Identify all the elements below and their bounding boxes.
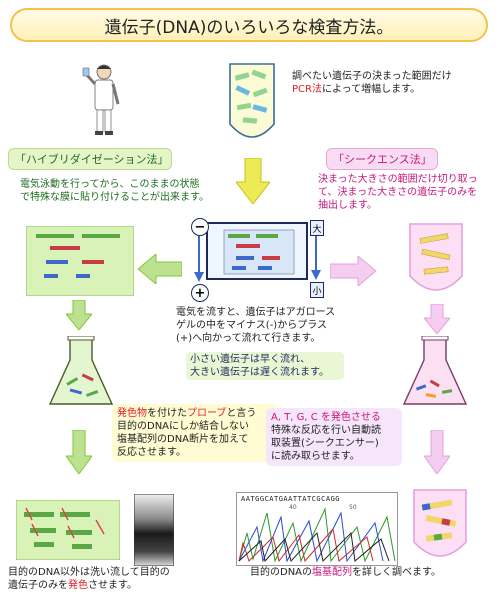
pcr-tube (229, 63, 275, 138)
extraction-tube (409, 223, 463, 291)
seq-result-text-a: 目的のDNAの (250, 567, 313, 578)
probe-note-line2: 目的のDNAにしか結合しない (117, 421, 250, 432)
sequencing-note-line2: て、決まった大きさの遺伝子のみを (318, 187, 478, 198)
down-arrow-icon (66, 300, 92, 330)
reaction-note: A, T, G, C を発色させる 特殊な反応を行い自動読 取装置(シークエンサ… (266, 408, 402, 466)
probe-note-line3: 塩基配列のDNA断片を加えて (117, 434, 249, 445)
sequencing-label: 「シークエンス法」 (326, 148, 438, 170)
pcr-note-line1: 調べたい遺伝子の決まった範囲だけ (292, 71, 452, 82)
reaction-note-line2: 特殊な反応を行い自動読 (271, 425, 381, 436)
down-arrow-icon (66, 430, 92, 474)
small-size-marker: 小 (310, 282, 324, 298)
sequencing-flask (402, 336, 468, 405)
down-arrow-icon (424, 304, 450, 334)
hybridization-result-note: 目的のDNA以外は洗い流して目的の 遺伝子のみを発色させます。 (8, 566, 228, 592)
hybridization-note: 電気泳動を行ってから、このままの状態 で特殊な膜に貼り付けることが出来ます。 (20, 178, 230, 204)
small-size-label: 小 (312, 286, 322, 297)
minus-electrode: − (191, 218, 209, 236)
flow-note-line1: 小さい遺伝子は早く流れ、 (190, 354, 311, 365)
sequencing-note-line1: 決まった大きさの範囲だけ切り取っ (318, 174, 478, 185)
electrophoresis-gel (206, 222, 308, 280)
minus-label: − (194, 219, 206, 235)
plus-electrode: + (191, 284, 209, 302)
size-arrow-icon (311, 236, 321, 280)
flow-note-line2: 大きい遺伝子は遅く流れます。 (190, 367, 329, 378)
electro-note-line1: 電気を流すと、遺伝子はアガロース (176, 307, 336, 318)
probe-note: 発色物を付けたプローブと言う 目的のDNAにしか結合しない 塩基配列のDNA断片… (112, 404, 278, 462)
big-size-label: 大 (312, 224, 322, 235)
blot-strip (134, 494, 174, 566)
probe-note-line1: 発色物を付けたプローブと言う (117, 407, 273, 420)
page-title: 遺伝子(DNA)のいろいろな検査方法。 (10, 8, 488, 42)
chromatogram-tick-1: 40 (289, 504, 297, 511)
right-arrow-icon (330, 256, 376, 286)
down-arrow-icon (424, 430, 450, 474)
probe-note-line4: 反応させます。 (117, 447, 186, 458)
hybridization-label-text: 「ハイブリダイゼーション法」 (15, 153, 169, 166)
chromatogram-panel: AATGGCATGAATTATCGCAGG 40 50 (236, 492, 398, 566)
flow-arrow-icon (194, 236, 204, 282)
down-arrow-icon (236, 158, 270, 204)
probe-membrane (16, 500, 120, 560)
sequencing-label-text: 「シークエンス法」 (333, 153, 432, 166)
hybridization-note-line1: 電気泳動を行ってから、このままの状態 (20, 179, 200, 190)
hybridization-result-line1: 目的のDNA以外は洗い流して目的の (8, 567, 170, 578)
pcr-note-line2: PCR法によって増幅します。 (292, 83, 492, 96)
page-title-text: 遺伝子(DNA)のいろいろな検査方法。 (104, 17, 394, 38)
membrane-bands (36, 234, 120, 278)
chromatogram-sequence: AATGGCATGAATTATCGCAGG (241, 495, 341, 503)
result2-text-a: 遺伝子のみを (8, 580, 68, 591)
hybridization-note-line2: で特殊な膜に貼り付けることが出来ます。 (20, 192, 209, 203)
membrane-panel (26, 226, 134, 296)
sequencing-note: 決まった大きさの範囲だけ切り取っ て、決まった大きさの遺伝子のみを 抽出します。 (318, 173, 498, 212)
hybridization-result-line2: 遺伝子のみを発色させます。 (8, 579, 228, 592)
big-size-marker: 大 (310, 220, 324, 236)
pcr-note-line2-rest: によって増幅します。 (321, 84, 421, 95)
left-arrow-icon (138, 254, 182, 284)
scientist-icon (82, 64, 120, 135)
sequencing-result-note: 目的のDNAの塩基配列を詳しく調べます。 (250, 566, 490, 579)
sequencing-note-line3: 抽出します。 (318, 200, 377, 211)
sequence-tube (413, 489, 467, 557)
reaction-note-line3: 取装置(シークエンサー) (271, 438, 379, 449)
seq-result-highlight: 塩基配列 (312, 567, 353, 578)
seq-result-text-b: を詳しく調べます。 (352, 567, 442, 578)
probe-text-a: を付けた (147, 408, 187, 419)
electro-note-line3: (+)へ向かって流れて行きます。 (176, 333, 321, 344)
pcr-note: 調べたい遺伝子の決まった範囲だけ PCR法によって増幅します。 (292, 70, 492, 96)
chromatogram-tick-2: 50 (349, 504, 357, 511)
reaction-note-line4: に読み取らせます。 (271, 451, 360, 462)
electro-note: 電気を流すと、遺伝子はアガロース ゲルの中をマイナス(-)からプラス (+)へ向… (176, 306, 376, 345)
electro-note-line2: ゲルの中をマイナス(-)からプラス (176, 320, 328, 331)
probe-text-b: と言う (226, 408, 257, 419)
probe-word: プローブ (187, 408, 227, 419)
flow-note: 小さい遺伝子は早く流れ、 大きい遺伝子は遅く流れます。 (186, 352, 344, 380)
pcr-method-label: PCR法 (292, 84, 322, 95)
result2-highlight: 発色 (68, 580, 88, 591)
hybridization-flask (48, 336, 114, 405)
probe-color-highlight: 発色物 (117, 408, 147, 419)
plus-label: + (194, 285, 206, 301)
reaction-note-line1: A, T, G, C を発色させる (271, 412, 381, 423)
result2-text-b: させます。 (88, 580, 137, 591)
hybridization-label: 「ハイブリダイゼーション法」 (8, 148, 172, 170)
